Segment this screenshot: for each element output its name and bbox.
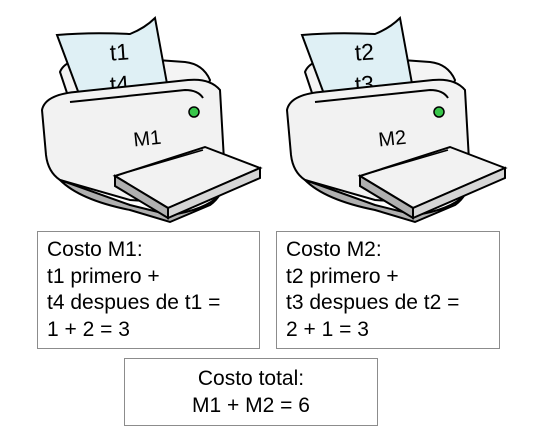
total-cost-formula: M1 + M2 = 6 [192,393,310,417]
cost-box-m2-line-1: t2 primero + [286,264,399,288]
cost-box-m2-line-2: t3 despues de t2 = [286,291,460,314]
total-cost-title: Costo total: [197,367,305,390]
printer-icon: t1 t4 M1 [40,15,263,224]
total-cost-box: Costo total: M1 + M2 = 6 [124,358,378,426]
paper-sheet [300,15,417,104]
cost-box-m1: Costo M1: t1 primero + t4 despues de t1 … [37,231,260,349]
paper-line-1: t2 [354,38,375,65]
cost-box-m2: Costo M2: t2 primero + t3 despues de t2 … [276,231,500,349]
printer-m2: t2 t3 M2 [265,0,515,232]
machine-label: M1 [132,127,162,152]
power-led-icon [188,106,200,118]
cost-box-m2-line-3: 2 + 1 = 3 [286,317,369,341]
machine-label: M2 [377,127,407,152]
power-led-icon [433,106,445,118]
printer-icon: t2 t3 M2 [285,15,508,224]
cost-box-m1-line-3: 1 + 2 = 3 [47,317,130,341]
cost-box-m1-title: Costo M1: [47,238,143,261]
cost-box-m1-line-1: t1 primero + [47,264,160,288]
cost-box-m2-title: Costo M2: [286,238,382,261]
paper-line-1: t1 [109,38,130,65]
printer-m1: t1 t4 M1 [20,0,270,232]
cost-box-m1-line-2: t4 despues de t1 = [47,291,221,314]
paper-sheet [55,15,172,104]
